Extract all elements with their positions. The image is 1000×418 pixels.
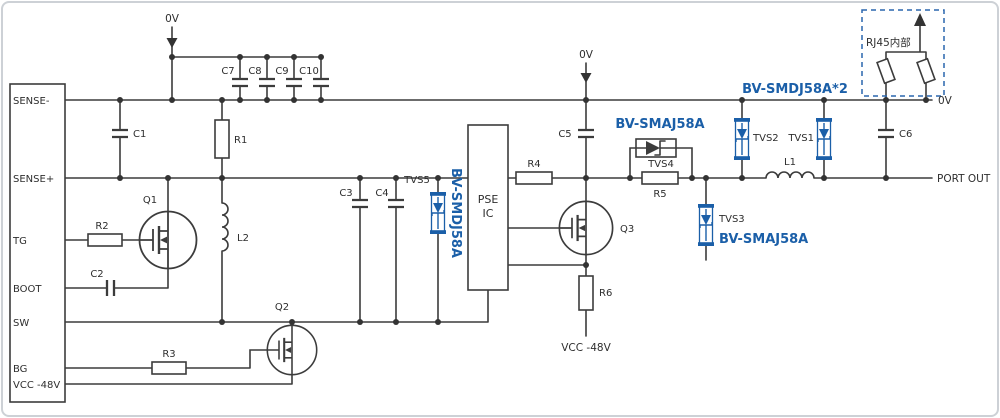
ref-label-tvs2: TVS2 (752, 133, 779, 144)
zero-volt-arrow-mid (580, 73, 592, 83)
ref-label-tvs3: TVS3 (718, 214, 745, 225)
pse-ic: PSE IC (467, 124, 509, 291)
rj45-protector-left (876, 57, 896, 85)
capacitor-c4 (388, 198, 404, 209)
ref-label-r4: R4 (527, 159, 540, 170)
part-number-tvs4: BV-SMAJ58A (615, 117, 704, 132)
ref-label-c8: C8 (248, 66, 261, 77)
ref-label-c6: C6 (899, 129, 912, 140)
capacitor-c2 (105, 280, 116, 296)
part-number-tvs1-tvs2: BV-SMDJ58A*2 (742, 82, 848, 97)
ref-label-r2: R2 (95, 221, 108, 232)
pse-ic-body (467, 124, 509, 291)
ref-label-tvs5: TVS5 (403, 175, 430, 186)
ref-label-c7: C7 (221, 66, 234, 77)
resistor-r1 (214, 119, 230, 159)
ref-label-c5: C5 (558, 129, 571, 140)
net-label-0v-mid: 0V (579, 49, 594, 61)
capacitor-c3 (352, 198, 368, 209)
pse-ic-label-1: PSE (478, 193, 499, 206)
rj45-dashed-outline (861, 9, 945, 97)
left-connector: SENSE- SENSE+ TG BOOT SW BG VCC -48V (9, 83, 66, 403)
tvs-diode-tvs4 (635, 138, 677, 158)
tvs-diode-tvs5 (430, 192, 446, 234)
net-label-port-out: PORT OUT (937, 173, 991, 185)
ref-label-r5: R5 (653, 189, 666, 200)
junction-dots (117, 54, 929, 325)
ref-label-c10: C10 (299, 66, 319, 77)
ref-label-q3: Q3 (620, 224, 634, 235)
tvs-diode-tvs3 (698, 204, 714, 246)
capacitor-c10 (313, 77, 329, 88)
ref-label-r3: R3 (162, 349, 175, 360)
zero-volt-arrow-left (166, 38, 178, 48)
net-label-0v-right: 0V (938, 95, 953, 107)
resistor-r6 (578, 275, 594, 311)
connector-outline (9, 83, 66, 403)
ref-label-c9: C9 (275, 66, 288, 77)
pin-label-sense-plus: SENSE+ (13, 174, 54, 185)
capacitor-c9 (286, 77, 302, 88)
part-number-tvs5: BV-SMDJ58A (448, 168, 463, 258)
part-number-tvs3: BV-SMAJ58A (719, 232, 808, 247)
pin-label-boot: BOOT (13, 284, 42, 295)
mosfet-q3 (558, 200, 614, 256)
rj45-up-arrow-icon (914, 13, 926, 26)
pse-ic-label-2: IC (483, 207, 494, 220)
ref-label-l2: L2 (237, 233, 249, 244)
capacitor-c6 (878, 128, 894, 139)
resistor-r3 (151, 361, 187, 375)
ref-label-c3: C3 (339, 188, 352, 199)
ref-label-q2: Q2 (275, 302, 289, 313)
pin-label-sense-minus: SENSE- (13, 96, 50, 107)
resistor-r5 (641, 171, 679, 185)
pin-label-bg: BG (13, 364, 27, 375)
ref-label-r1: R1 (234, 135, 247, 146)
capacitor-c7 (232, 77, 248, 88)
mosfet-q2 (266, 324, 318, 376)
ref-label-tvs1: TVS1 (787, 133, 814, 144)
ref-label-tvs4: TVS4 (647, 159, 674, 170)
mosfet-q1 (138, 210, 198, 270)
resistors (87, 119, 679, 375)
pin-label-vcc: VCC -48V (13, 380, 60, 391)
capacitor-c8 (259, 77, 275, 88)
pin-label-sw: SW (13, 318, 29, 329)
capacitor-c5 (578, 128, 594, 139)
resistor-r4 (515, 171, 553, 185)
capacitor-c1 (112, 128, 128, 139)
tvs-diode-tvs2 (734, 118, 750, 160)
ref-label-c1: C1 (133, 129, 146, 140)
pin-label-tg: TG (12, 236, 27, 247)
ref-label-l1: L1 (784, 157, 796, 168)
tvs-diode-tvs1 (816, 118, 832, 160)
net-label-vcc-mid: VCC -48V (561, 342, 611, 354)
rj45-label: RJ45内部 (866, 36, 911, 49)
rj45-internal-block: RJ45内部 (861, 9, 945, 97)
capacitors (105, 77, 894, 296)
rj45-protector-right (916, 57, 936, 85)
net-label-0v-top-left: 0V (165, 13, 180, 25)
ref-label-c4: C4 (375, 188, 388, 199)
ref-label-c2: C2 (90, 269, 103, 280)
ref-label-q1: Q1 (143, 195, 157, 206)
resistor-r2 (87, 233, 123, 247)
ref-label-r6: R6 (599, 288, 612, 299)
